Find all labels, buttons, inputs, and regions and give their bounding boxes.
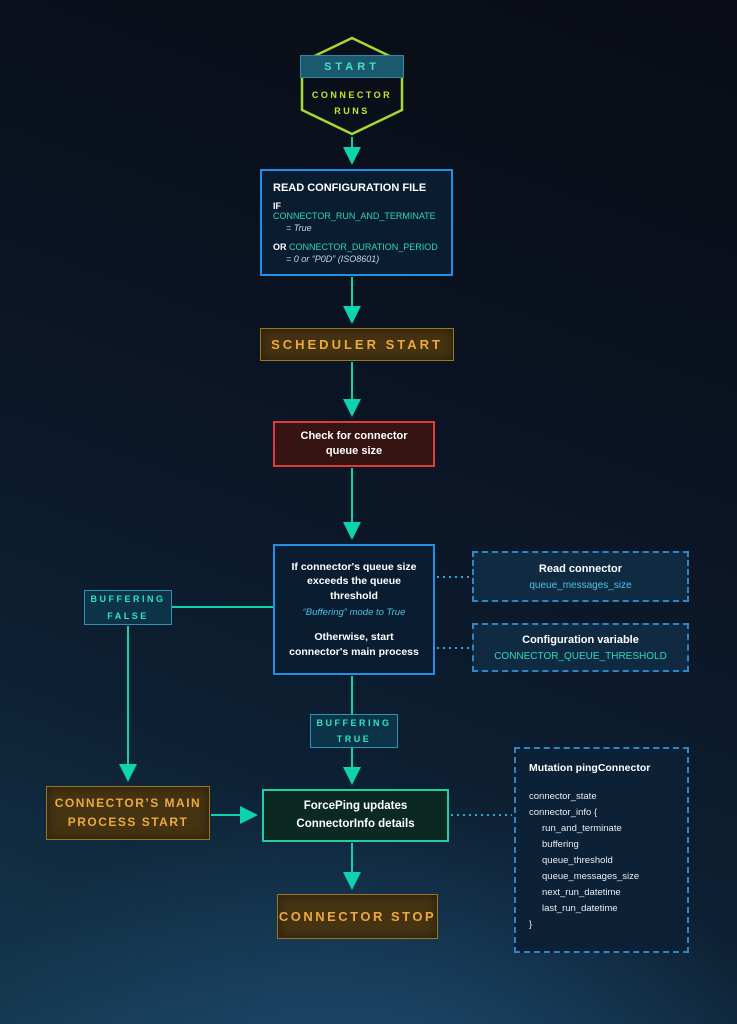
buffering-false-badge: BUFFERING FALSE — [84, 590, 172, 625]
config-variable-node: Configuration variable CONNECTOR_QUEUE_T… — [472, 623, 689, 672]
mutation-title: Mutation pingConnector — [529, 762, 651, 774]
buffering-true-line1: BUFFERING — [316, 717, 392, 728]
start-subtitle: CONNECTOR RUNS — [302, 82, 402, 124]
or-keyword: OR — [273, 241, 290, 252]
start-label: START — [324, 60, 380, 73]
forceping-node: ForcePing updates ConnectorInfo details — [262, 789, 449, 842]
decision-line5: Otherwise, start — [314, 630, 394, 643]
mutation-line: queue_messages_size — [542, 871, 640, 882]
mutation-line: } — [529, 919, 533, 930]
decision-buffering-note: “Buffering” mode to True — [302, 606, 406, 618]
decision-line1: If connector's queue size — [291, 560, 417, 573]
scheduler-start-label: SCHEDULER START — [271, 337, 443, 352]
mutation-line: queue_threshold — [542, 855, 613, 866]
main-process-line2: PROCESS START — [67, 815, 189, 829]
mutation-line: buffering — [542, 839, 579, 850]
mutation-line: last_run_datetime — [542, 903, 618, 914]
mutation-line: run_and_terminate — [542, 823, 622, 834]
buffering-false-line1: BUFFERING — [90, 594, 166, 605]
mutation-line: connector_info { — [529, 807, 598, 818]
config-variable-title: Configuration variable — [522, 633, 639, 646]
decision-line6: connector's main process — [289, 645, 419, 658]
buffering-true-badge: BUFFERING TRUE — [310, 714, 398, 748]
config-variable-value: CONNECTOR_QUEUE_THRESHOLD — [494, 650, 667, 662]
read-connector-title: Read connector — [538, 562, 623, 575]
buffering-true-line2: TRUE — [336, 734, 372, 744]
if-value: = True — [286, 222, 312, 233]
or-value: = 0 or “P0D” (ISO8601) — [286, 253, 380, 264]
start-sub-line2: RUNS — [334, 106, 370, 116]
if-keyword: IF — [273, 200, 281, 211]
if-variable: CONNECTOR_RUN_AND_TERMINATE — [273, 210, 436, 221]
forceping-line2: ConnectorInfo details — [296, 817, 415, 830]
decision-line2: exceeds the queue — [307, 575, 401, 588]
connector-stop-node: CONNECTOR STOP — [277, 894, 438, 939]
buffering-false-line2: FALSE — [107, 610, 149, 621]
start-node: START — [300, 55, 404, 78]
mutation-line: next_run_datetime — [542, 887, 621, 898]
read-connector-value: queue_messages_size — [529, 579, 632, 591]
read-config-title: READ CONFIGURATION FILE — [273, 181, 427, 194]
connector-stop-label: CONNECTOR STOP — [278, 909, 437, 924]
check-queue-node: Check for connector queue size — [273, 421, 435, 467]
decision-line3: threshold — [330, 590, 378, 602]
mutation-node: Mutation pingConnector connector_state c… — [514, 747, 689, 953]
scheduler-start-node: SCHEDULER START — [260, 328, 454, 361]
start-sub-line1: CONNECTOR — [311, 89, 393, 100]
or-variable: CONNECTOR_DURATION_PERIOD — [289, 241, 438, 252]
main-process-node: CONNECTOR’S MAIN PROCESS START — [46, 786, 210, 840]
forceping-line1: ForcePing updates — [303, 800, 408, 813]
read-config-or-line: OR CONNECTOR_DURATION_PERIOD — [273, 242, 438, 252]
check-queue-line1: Check for connector — [300, 430, 408, 443]
main-process-line1: CONNECTOR’S MAIN — [54, 796, 202, 811]
mutation-line: connector_state — [529, 791, 597, 802]
read-config-node: READ CONFIGURATION FILE IF CONNECTOR_RUN… — [260, 169, 453, 276]
read-config-if-line: IF CONNECTOR_RUN_AND_TERMINATE — [273, 201, 440, 221]
read-connector-node: Read connector queue_messages_size — [472, 551, 689, 602]
check-queue-line2: queue size — [325, 445, 383, 457]
decision-node: If connector's queue size exceeds the qu… — [273, 544, 435, 675]
